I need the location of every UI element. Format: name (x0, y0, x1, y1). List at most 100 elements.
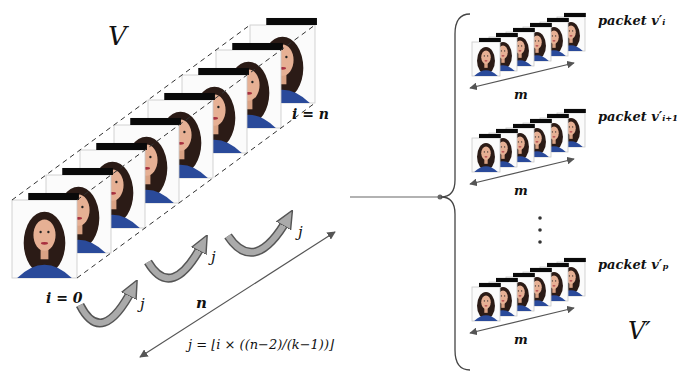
eye (487, 151, 488, 152)
lips (501, 151, 504, 152)
eye (504, 295, 505, 296)
eye (504, 50, 505, 51)
sampling-arrows (80, 218, 288, 323)
lips (484, 60, 487, 61)
dot (538, 216, 542, 220)
step-label: j (211, 249, 216, 266)
black-bar (62, 168, 113, 175)
black-bar (479, 38, 501, 42)
eye (484, 151, 485, 152)
black-bar (513, 273, 535, 277)
length-arrow (470, 63, 574, 88)
curved-arrow (228, 218, 288, 252)
black-bar (513, 28, 535, 32)
black-bar (232, 43, 283, 50)
eye (518, 290, 519, 291)
black-bar (564, 258, 586, 262)
face (33, 220, 55, 251)
eye (572, 126, 573, 127)
lips (535, 290, 538, 291)
black-bar (547, 18, 569, 22)
eye (521, 290, 522, 291)
lips (552, 40, 555, 41)
video-frame (12, 193, 79, 278)
eye (572, 275, 573, 276)
eye (504, 146, 505, 147)
eye (555, 131, 556, 132)
shoulders (17, 265, 72, 278)
black-bar (479, 134, 501, 138)
eye (535, 285, 536, 286)
frame-stack (12, 18, 317, 278)
black-bar (547, 114, 569, 118)
step-label: j (298, 224, 303, 241)
eye (501, 295, 502, 296)
lips (518, 295, 521, 296)
packet-stack (470, 13, 586, 88)
eye (538, 285, 539, 286)
length-label: m (514, 184, 528, 199)
black-bar (496, 129, 518, 133)
dot (538, 240, 542, 244)
black-bar (513, 124, 535, 128)
eye (538, 40, 539, 41)
eye (487, 300, 488, 301)
frame-ground (472, 138, 500, 172)
curly-brace (441, 14, 470, 370)
black-bar (266, 18, 317, 25)
eye (81, 206, 83, 208)
index-label: i = n (292, 106, 329, 122)
black-bar (530, 23, 552, 27)
video-frame (472, 134, 501, 172)
eye (569, 30, 570, 31)
packet-label: packet v′ᵢ₊₁ (598, 110, 678, 125)
eye (484, 55, 485, 56)
lips (518, 146, 521, 147)
eye (535, 136, 536, 137)
eye (569, 126, 570, 127)
eye (555, 280, 556, 281)
eye (518, 45, 519, 46)
eye (552, 35, 553, 36)
frame-ground (12, 200, 77, 278)
eye (217, 106, 219, 108)
curved-arrow (148, 243, 203, 278)
eye (521, 141, 522, 142)
eye (555, 35, 556, 36)
black-bar (564, 13, 586, 17)
frame-ground (472, 287, 500, 321)
eye (149, 156, 151, 158)
length-arrow (470, 308, 574, 333)
lips (501, 300, 504, 301)
eye (552, 131, 553, 132)
length-label: m (514, 88, 528, 103)
eye (285, 56, 287, 58)
dashed-edge (77, 103, 315, 278)
eye (183, 131, 185, 133)
eye (572, 30, 573, 31)
black-bar (479, 283, 501, 287)
face (481, 51, 491, 65)
shoulders (474, 166, 498, 172)
ellipsis-dots (538, 216, 542, 244)
eye (552, 280, 553, 281)
set-symbol: V′ (628, 318, 651, 346)
curved-arrow-outline (148, 243, 203, 278)
split-line (350, 196, 440, 197)
packet-stack (470, 109, 586, 184)
dot (538, 228, 542, 232)
eye (47, 231, 49, 233)
curved-arrow-outline (80, 288, 133, 323)
eye (115, 181, 117, 183)
black-bar (96, 143, 147, 150)
set-symbol: V (108, 22, 127, 52)
split-bracket (350, 14, 470, 370)
length-arrow (470, 159, 574, 184)
lips (41, 242, 48, 245)
eye (535, 40, 536, 41)
black-bar (164, 93, 215, 100)
video-frame (472, 38, 501, 76)
black-bar (28, 193, 79, 200)
